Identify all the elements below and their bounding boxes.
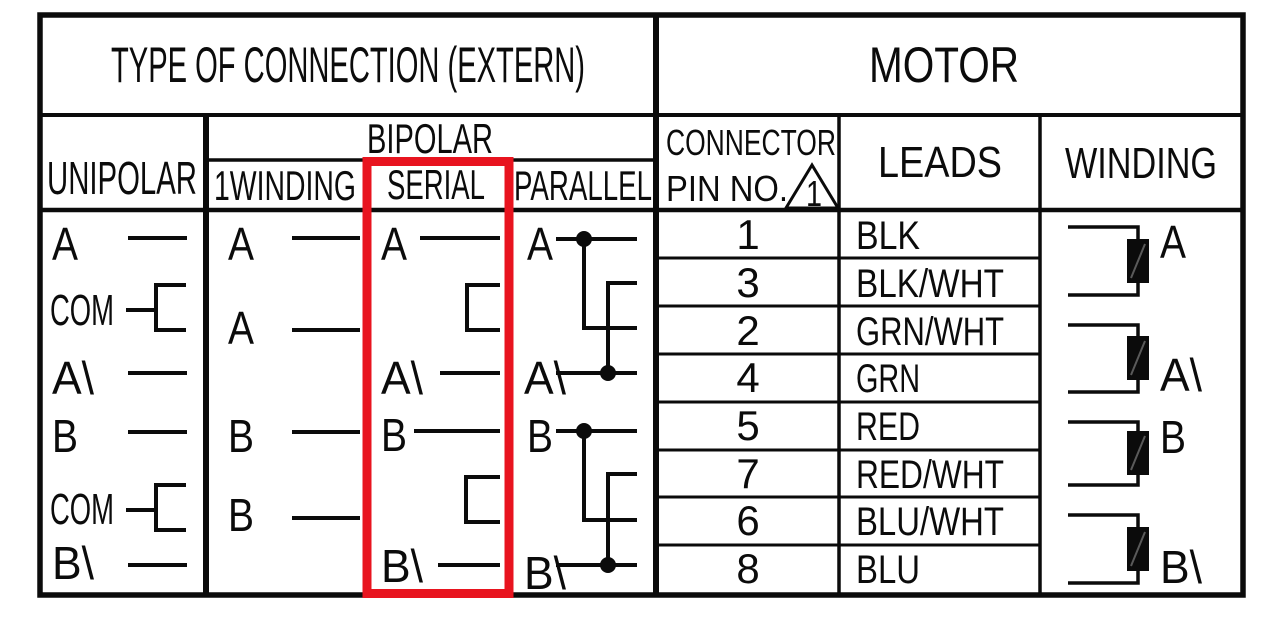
- pin-number: 8: [736, 545, 759, 592]
- col-header-serial: SERIAL: [387, 161, 485, 208]
- parallel-wiring: A A\ B B\: [524, 218, 637, 599]
- coil-hatch: [1130, 435, 1146, 471]
- com-fork: [154, 483, 186, 532]
- parallel-link: [582, 239, 637, 330]
- lead-color: RED/WHT: [856, 453, 1004, 497]
- lead-color: BLK/WHT: [856, 262, 1004, 306]
- lead-color: GRN: [856, 357, 920, 401]
- table-outer-border: [37, 12, 1246, 598]
- col-header-parallel: PARALLEL: [514, 162, 652, 209]
- col-header-connector-line2: PIN NO.: [666, 168, 788, 209]
- wire-label-com: COM: [50, 485, 114, 534]
- pin-number: 2: [736, 307, 759, 354]
- wire-label-b: B: [228, 489, 254, 541]
- pin-number: 3: [736, 259, 759, 306]
- wire-label-a-bar: A\: [381, 352, 423, 404]
- wire-label-a: A: [228, 218, 254, 270]
- col-header-bipolar: BIPOLAR: [367, 115, 493, 162]
- wire-label-a: A: [52, 218, 78, 270]
- wire-label-b: B: [228, 410, 254, 462]
- table-headers: TYPE OF CONNECTION (EXTERN) MOTOR UNIPOL…: [47, 37, 1217, 214]
- serial-highlight-box: [362, 157, 514, 598]
- serial-wiring: A A\ B B\: [381, 218, 500, 592]
- wire-label-a-bar: A\: [524, 352, 566, 404]
- col-header-unipolar: UNIPOLAR: [47, 152, 197, 204]
- lead-color: BLK: [856, 214, 920, 258]
- wire-label-b: B: [527, 410, 553, 462]
- winding-label-a-bar: A\: [1160, 349, 1202, 401]
- coil-hatch: [1130, 243, 1146, 279]
- pin-number: 6: [736, 497, 759, 544]
- pin-number: 1: [736, 211, 759, 258]
- winding-label-a: A: [1160, 216, 1186, 268]
- title-type-of-connection: TYPE OF CONNECTION (EXTERN): [111, 37, 585, 93]
- lead-color: BLU: [856, 548, 920, 592]
- pin-number: 4: [736, 354, 759, 401]
- wire-label-a: A: [381, 218, 407, 270]
- wire-label-a: A: [228, 302, 254, 354]
- winding-symbols: A A\ B B\: [1068, 216, 1202, 593]
- lead-color: GRN/WHT: [856, 310, 1004, 354]
- winding-label-b-bar: B\: [1160, 541, 1202, 593]
- junction-dot: [600, 557, 616, 573]
- wire-label-b-bar: B\: [524, 547, 566, 599]
- serial-jumper: [464, 475, 500, 524]
- wire-label-b: B: [52, 410, 78, 462]
- parallel-link: [582, 431, 637, 522]
- serial-jumper: [465, 283, 500, 332]
- col-header-leads: LEADS: [878, 138, 1002, 187]
- col-header-connector-line1: CONNECTOR: [666, 122, 836, 163]
- com-fork: [154, 283, 186, 332]
- winding-label-b: B: [1160, 411, 1186, 463]
- note-triangle-number: 1: [806, 173, 822, 214]
- wire-label-b-bar: B\: [381, 540, 423, 592]
- unipolar-wiring: A COM A\ B COM B\: [50, 218, 187, 589]
- title-motor: MOTOR: [869, 37, 1019, 93]
- note-triangle-icon: [783, 162, 841, 210]
- wire-label-b-bar: B\: [52, 537, 94, 589]
- parallel-link: [606, 472, 637, 565]
- junction-dot: [600, 365, 616, 381]
- pin-number: 5: [736, 402, 759, 449]
- lead-color: BLU/WHT: [856, 500, 1004, 544]
- coil-hatch: [1130, 531, 1146, 567]
- coil-hatch: [1130, 340, 1146, 376]
- motor-pin-rows: 1 BLK 3 BLK/WHT 2 GRN/WHT 4 GRN 5 RED 7 …: [736, 211, 1004, 592]
- table-grid: [37, 12, 1246, 598]
- parallel-link: [606, 281, 637, 373]
- pin-number: 7: [736, 450, 759, 497]
- col-header-winding: WINDING: [1065, 139, 1217, 188]
- lead-color: RED: [856, 405, 920, 449]
- wire-label-a-bar: A\: [52, 352, 94, 404]
- col-header-1winding: 1WINDING: [214, 162, 356, 209]
- wire-label-b: B: [381, 409, 407, 461]
- wire-label-a: A: [527, 218, 553, 270]
- one-winding-wiring: A A B B: [228, 218, 360, 541]
- wire-label-com: COM: [50, 286, 114, 335]
